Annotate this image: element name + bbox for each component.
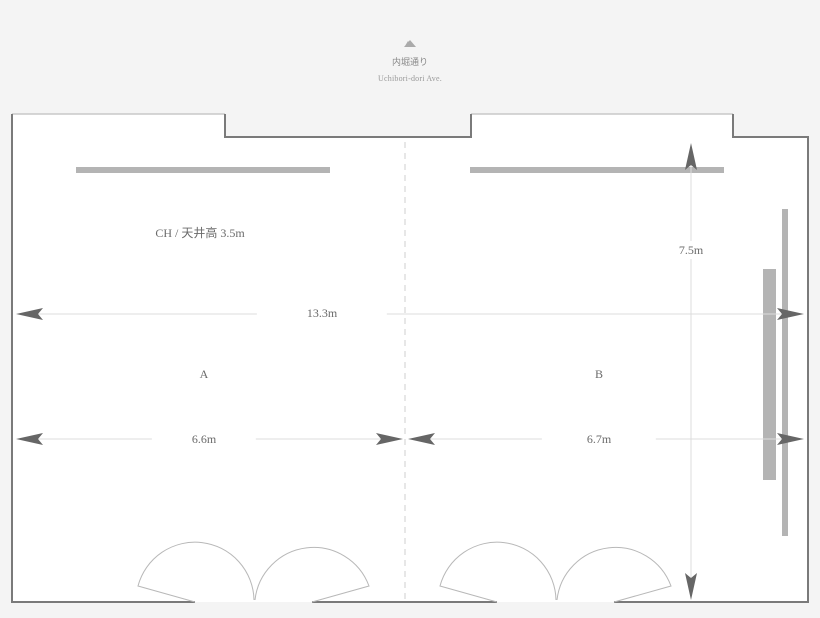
dimension-depth — [685, 143, 697, 600]
door-2 — [254, 546, 370, 603]
zone-a-width-label: 6.6m — [151, 433, 257, 445]
floor-area — [12, 114, 808, 602]
zone-b-label: B — [594, 367, 604, 381]
top-recess-wall-right — [732, 114, 809, 602]
fixture-bar-right-wide — [763, 269, 776, 480]
ceiling-height-label: CH / 天井高 3.5m — [155, 226, 245, 240]
arrow-right-icon — [777, 433, 804, 445]
arrow-right-icon — [376, 433, 403, 445]
door-1 — [137, 541, 255, 603]
triangle-up-icon — [404, 40, 416, 47]
total-width-label: 13.3m — [256, 307, 388, 319]
fixture-bar-top-right — [470, 167, 724, 173]
door-3 — [439, 541, 557, 603]
arrow-down-icon — [685, 573, 697, 600]
street-name-jp: 内堀通り — [391, 57, 429, 67]
arrow-left-icon — [16, 308, 43, 320]
arrow-right-icon — [777, 308, 804, 320]
zone-a-label: A — [199, 367, 209, 381]
depth-label: 7.5m — [674, 241, 708, 259]
arrow-left-icon — [16, 433, 43, 445]
street-name-en: Uchibori-dori Ave. — [378, 74, 442, 83]
door-4 — [556, 546, 672, 603]
dimension-total-width — [16, 308, 804, 320]
fixture-bar-top-left — [76, 167, 330, 173]
top-recess-wall-center — [224, 114, 472, 138]
zone-b-width-label: 6.7m — [541, 433, 657, 445]
arrow-left-icon — [408, 433, 435, 445]
arrow-up-icon — [685, 143, 697, 170]
fixture-bar-right-thin — [782, 209, 788, 536]
